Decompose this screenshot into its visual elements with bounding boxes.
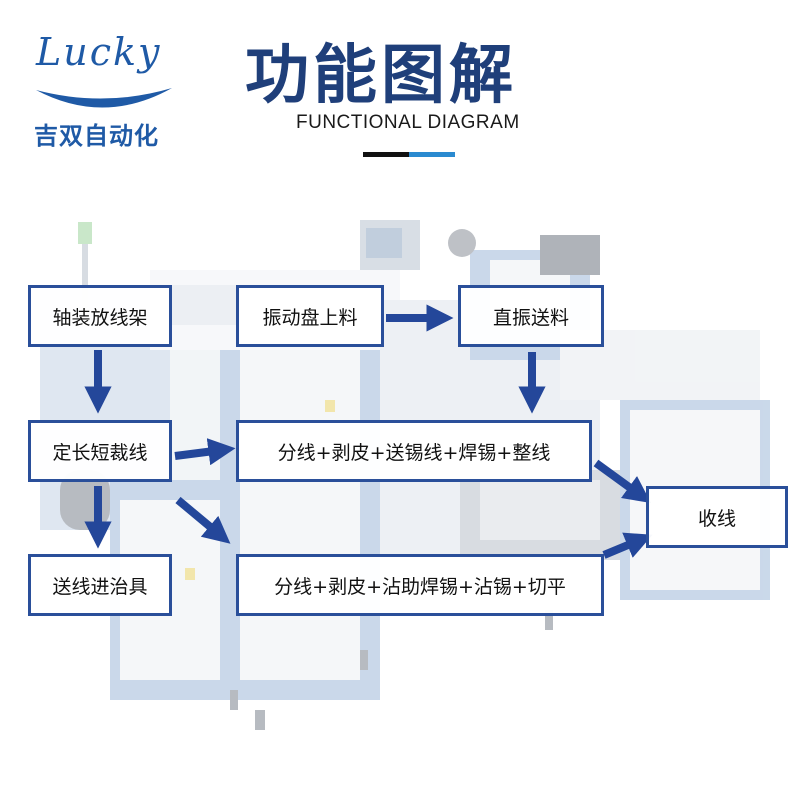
brand-logo: Lucky 吉双自动化 bbox=[28, 30, 188, 152]
step-feed-fixture: 送线进治具 bbox=[28, 554, 172, 616]
brand-name: 吉双自动化 bbox=[34, 122, 159, 150]
page-subtitle: FUNCTIONAL DIAGRAM bbox=[296, 112, 520, 133]
swoosh-icon bbox=[36, 88, 172, 108]
step-process-a: 分线+剥皮+送锡线+焊锡+整线 bbox=[236, 420, 592, 482]
brand-script: Lucky bbox=[36, 30, 162, 74]
step-process-b: 分线+剥皮+沾助焊锡+沾锡+切平 bbox=[236, 554, 604, 616]
step-linear-feed: 直振送料 bbox=[458, 285, 604, 347]
divider-blue bbox=[409, 152, 455, 157]
step-spool-rack: 轴装放线架 bbox=[28, 285, 172, 347]
step-collect: 收线 bbox=[646, 486, 788, 548]
step-cut-to-length: 定长短裁线 bbox=[28, 420, 172, 482]
page-title: 功能图解 bbox=[245, 39, 517, 113]
step-vibratory-bowl: 振动盘上料 bbox=[236, 285, 384, 347]
divider-dark bbox=[363, 152, 409, 157]
